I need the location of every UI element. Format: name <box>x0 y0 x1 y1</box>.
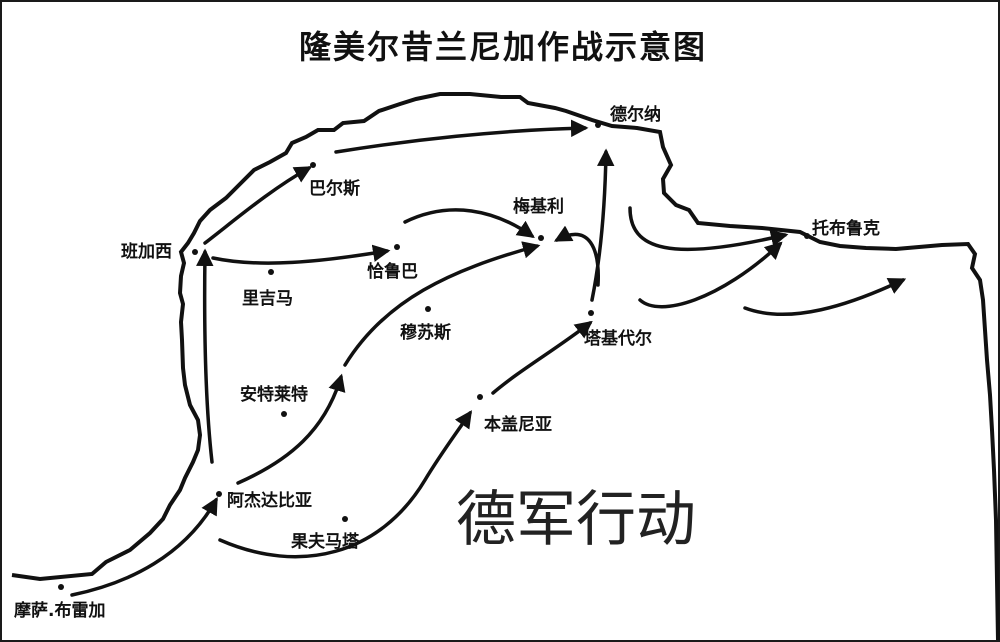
arrow-benghazi-charruba <box>211 244 391 265</box>
label-er-regima: 里吉马 <box>242 289 293 309</box>
dot-bir-ben-gania <box>477 394 483 400</box>
german-action-caption: 德军行动 <box>456 485 696 555</box>
label-benghazi: 班加西 <box>121 242 172 262</box>
dot-barce <box>310 162 316 168</box>
label-gof-mati: 果夫马塔 <box>291 531 360 552</box>
label-charruba: 恰鲁巴 <box>367 261 418 282</box>
label-antelat: 安特莱特 <box>240 384 308 405</box>
label-barce: 巴尔斯 <box>309 178 360 199</box>
arrow-tengeder-derna <box>590 148 615 302</box>
arrow-bengania-tengeder <box>491 320 593 395</box>
dot-gof-mati <box>342 516 348 522</box>
dot-charruba <box>394 244 400 250</box>
arrow-tengeder-mechili <box>553 225 600 287</box>
dot-antelat <box>281 411 287 417</box>
arrow-agedabia-antelat <box>236 373 346 485</box>
dot-mersa-brega <box>58 584 64 590</box>
dot-derna <box>595 122 601 128</box>
dot-msus <box>425 306 431 312</box>
map-title: 隆美尔昔兰尼加作战示意图 <box>299 28 707 66</box>
arrow-barce-derna <box>334 119 589 154</box>
arrow-antelat-mechili <box>343 241 541 367</box>
arrow-to-mechili-north <box>403 208 535 239</box>
label-mechili: 梅基利 <box>513 196 564 217</box>
dot-mechili <box>538 235 544 241</box>
arrow-to-tobruk-lower <box>743 278 907 317</box>
arrow-benghazi-barce <box>203 166 313 245</box>
label-tengeder: 塔基代尔 <box>584 328 652 349</box>
arrow-brega-agedabia <box>70 496 218 597</box>
label-bir-ben-gania: 本盖尼亚 <box>484 414 552 435</box>
label-tobruk: 托布鲁克 <box>812 218 880 239</box>
dot-agedabia <box>216 491 222 497</box>
label-derna: 德尔纳 <box>610 104 661 125</box>
label-mersa-brega: 摩萨.布雷加 <box>14 600 105 621</box>
dot-benghazi <box>192 249 198 255</box>
arrow-agedabia-benghazi <box>196 248 214 464</box>
dot-er-regima <box>268 269 274 275</box>
coastline <box>11 92 1000 641</box>
dot-tengeder <box>588 310 594 316</box>
label-agedabia: 阿杰达比亚 <box>227 490 312 511</box>
arrow-gofmati-bengania <box>218 410 472 559</box>
dot-tobruk <box>804 233 810 239</box>
arrow-to-tobruk-middle <box>638 241 783 309</box>
label-msus: 穆苏斯 <box>400 322 451 343</box>
arrow-to-tobruk-upper <box>628 206 789 252</box>
